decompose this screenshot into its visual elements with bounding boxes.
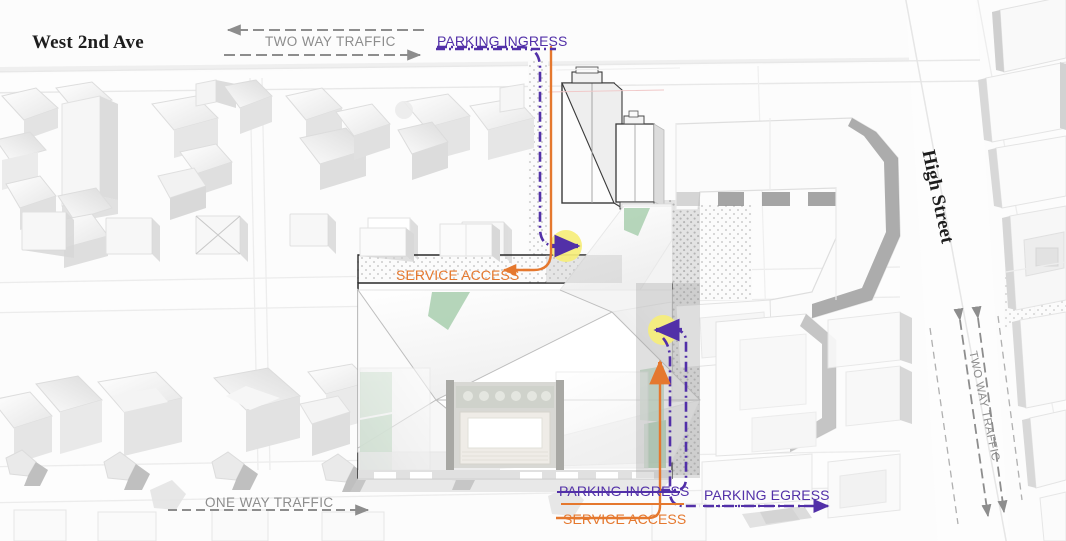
southeast-buildings [651, 311, 912, 541]
north-plaza-structures [359, 223, 500, 262]
route-parking-ingress-north [437, 45, 581, 258]
route-parking-ingress-east [653, 318, 688, 492]
central-pavilion [350, 203, 702, 492]
central-courtyard-stair [446, 380, 564, 470]
north-towers [547, 66, 681, 210]
label-underlines [436, 47, 826, 508]
arrow-two-way-traffic-high-street [929, 305, 1023, 525]
arrow-two-way-traffic-top [224, 24, 424, 61]
route-service-access-north [502, 45, 553, 276]
route-parking-egress-east [661, 337, 830, 514]
route-service-access-east [556, 359, 671, 520]
east-side-buildings [978, 0, 1066, 541]
